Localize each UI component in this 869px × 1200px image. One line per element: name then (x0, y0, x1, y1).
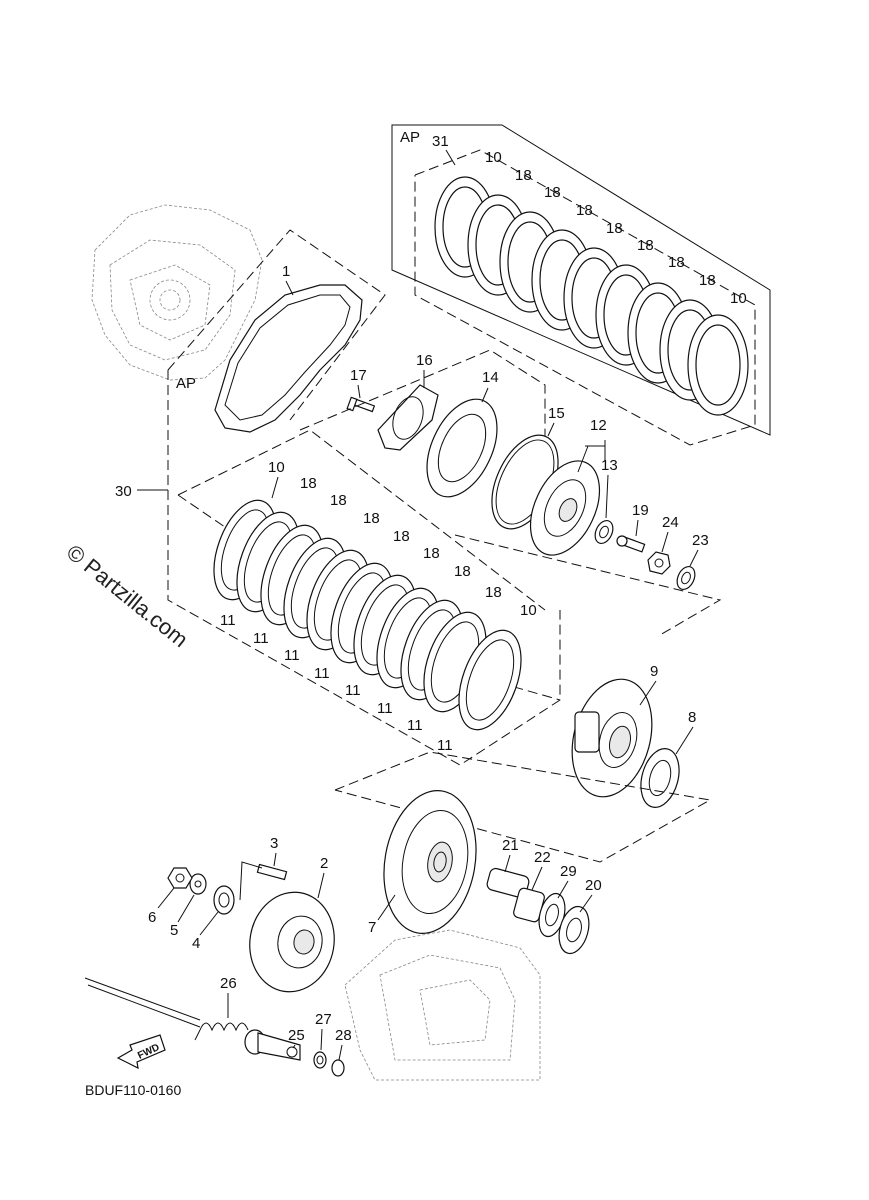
ap-kit-plates (434, 176, 749, 416)
callout-18-main-4: 18 (393, 528, 410, 545)
callout-27: 27 (315, 1011, 332, 1028)
callout-12: 12 (590, 417, 607, 434)
washer-20 (558, 905, 590, 955)
callout-2: 2 (320, 855, 328, 872)
bearing-13 (594, 520, 614, 544)
callout-3: 3 (270, 835, 278, 852)
gear-2 (249, 891, 335, 993)
shaft-21 (486, 867, 530, 899)
clip-28 (331, 1059, 345, 1077)
callout-23: 23 (692, 532, 709, 549)
callout-18-main-2: 18 (330, 492, 347, 509)
callout-14: 14 (482, 369, 499, 386)
callout-18-main-1: 18 (300, 475, 317, 492)
plate-14 (426, 398, 498, 498)
friction-plate-10-main-b (458, 629, 522, 731)
callout-18-top-5: 18 (637, 237, 654, 254)
callout-11-f: 11 (377, 700, 393, 717)
bolt-17 (346, 396, 376, 413)
callout-28: 28 (335, 1027, 352, 1044)
crankcase-outline-lower (344, 929, 541, 1081)
callout-18-top-7: 18 (699, 272, 716, 289)
pressure-plate-12 (529, 460, 601, 556)
callout-18-top-4: 18 (606, 220, 623, 237)
diagram-code: BDUF110-0160 (85, 1082, 181, 1098)
callout-26: 26 (220, 975, 237, 992)
plate-16 (377, 384, 439, 451)
clutch-boss-9 (571, 678, 653, 798)
washer-5 (189, 873, 207, 895)
push-lever-shaft (84, 977, 201, 1028)
callout-19: 19 (632, 502, 649, 519)
callout-10-main-a: 10 (268, 459, 285, 476)
callout-17: 17 (350, 367, 367, 384)
watermark: © Partzilla.com (62, 539, 193, 652)
callout-10-main-b: 10 (520, 602, 537, 619)
callout-11-a: 11 (220, 612, 236, 629)
spring-26 (194, 1022, 249, 1041)
callout-18-main-6: 18 (454, 563, 471, 580)
callout-25: 25 (288, 1027, 305, 1044)
ap-kit-box-30: AP 30 (115, 229, 561, 766)
ap-label-top: AP (400, 129, 420, 146)
callout-24: 24 (662, 514, 679, 531)
callout-7: 7 (368, 919, 376, 936)
callout-31: 31 (432, 133, 449, 150)
friction-plate-10-top-b (687, 314, 749, 416)
crankcase-cover-outline (91, 204, 263, 381)
push-rod-19 (616, 535, 646, 553)
callout-22: 22 (534, 849, 551, 866)
callout-18-top-6: 18 (668, 254, 685, 271)
main-clutch-pack (213, 499, 522, 731)
washer-23 (676, 566, 696, 590)
nut-6 (167, 867, 193, 889)
lever-25 (244, 1029, 301, 1061)
fwd-arrow-icon: FWD (116, 1034, 166, 1070)
callout-11-g: 11 (407, 717, 423, 734)
callout-15: 15 (548, 405, 565, 422)
callout-18-top-2: 18 (544, 184, 561, 201)
callout-18-main-5: 18 (423, 545, 440, 562)
callout-18-main-7: 18 (485, 584, 502, 601)
key-3 (256, 863, 288, 881)
nut-24 (647, 551, 671, 575)
callout-18-top-3: 18 (576, 202, 593, 219)
callout-9: 9 (650, 663, 658, 680)
washer-4 (213, 861, 263, 915)
callout-13: 13 (601, 457, 618, 474)
washer-27 (313, 1051, 327, 1069)
clutch-housing-7 (383, 790, 477, 934)
callout-8: 8 (688, 709, 696, 726)
callout-30: 30 (115, 483, 132, 500)
callout-5: 5 (170, 922, 178, 939)
callout-11-e: 11 (345, 682, 361, 699)
callout-1: 1 (282, 263, 290, 280)
callout-10-top-a: 10 (485, 149, 502, 166)
callout-10-top-b: 10 (730, 290, 747, 307)
callout-4: 4 (192, 935, 200, 952)
callout-20: 20 (585, 877, 602, 894)
callout-11-h: 11 (437, 737, 453, 754)
callout-29: 29 (560, 863, 577, 880)
callout-18-top-1: 18 (515, 167, 532, 184)
ap-kit-box-31: AP 31 (391, 124, 771, 446)
callout-6: 6 (148, 909, 156, 926)
callout-16: 16 (416, 352, 433, 369)
callout-11-c: 11 (284, 647, 300, 664)
callout-11-b: 11 (253, 630, 269, 647)
callout-18-main-3: 18 (363, 510, 380, 527)
callout-21: 21 (502, 837, 519, 854)
callout-11-d: 11 (314, 665, 330, 682)
gasket-1 (214, 284, 363, 433)
ap-label-left: AP (176, 375, 196, 392)
